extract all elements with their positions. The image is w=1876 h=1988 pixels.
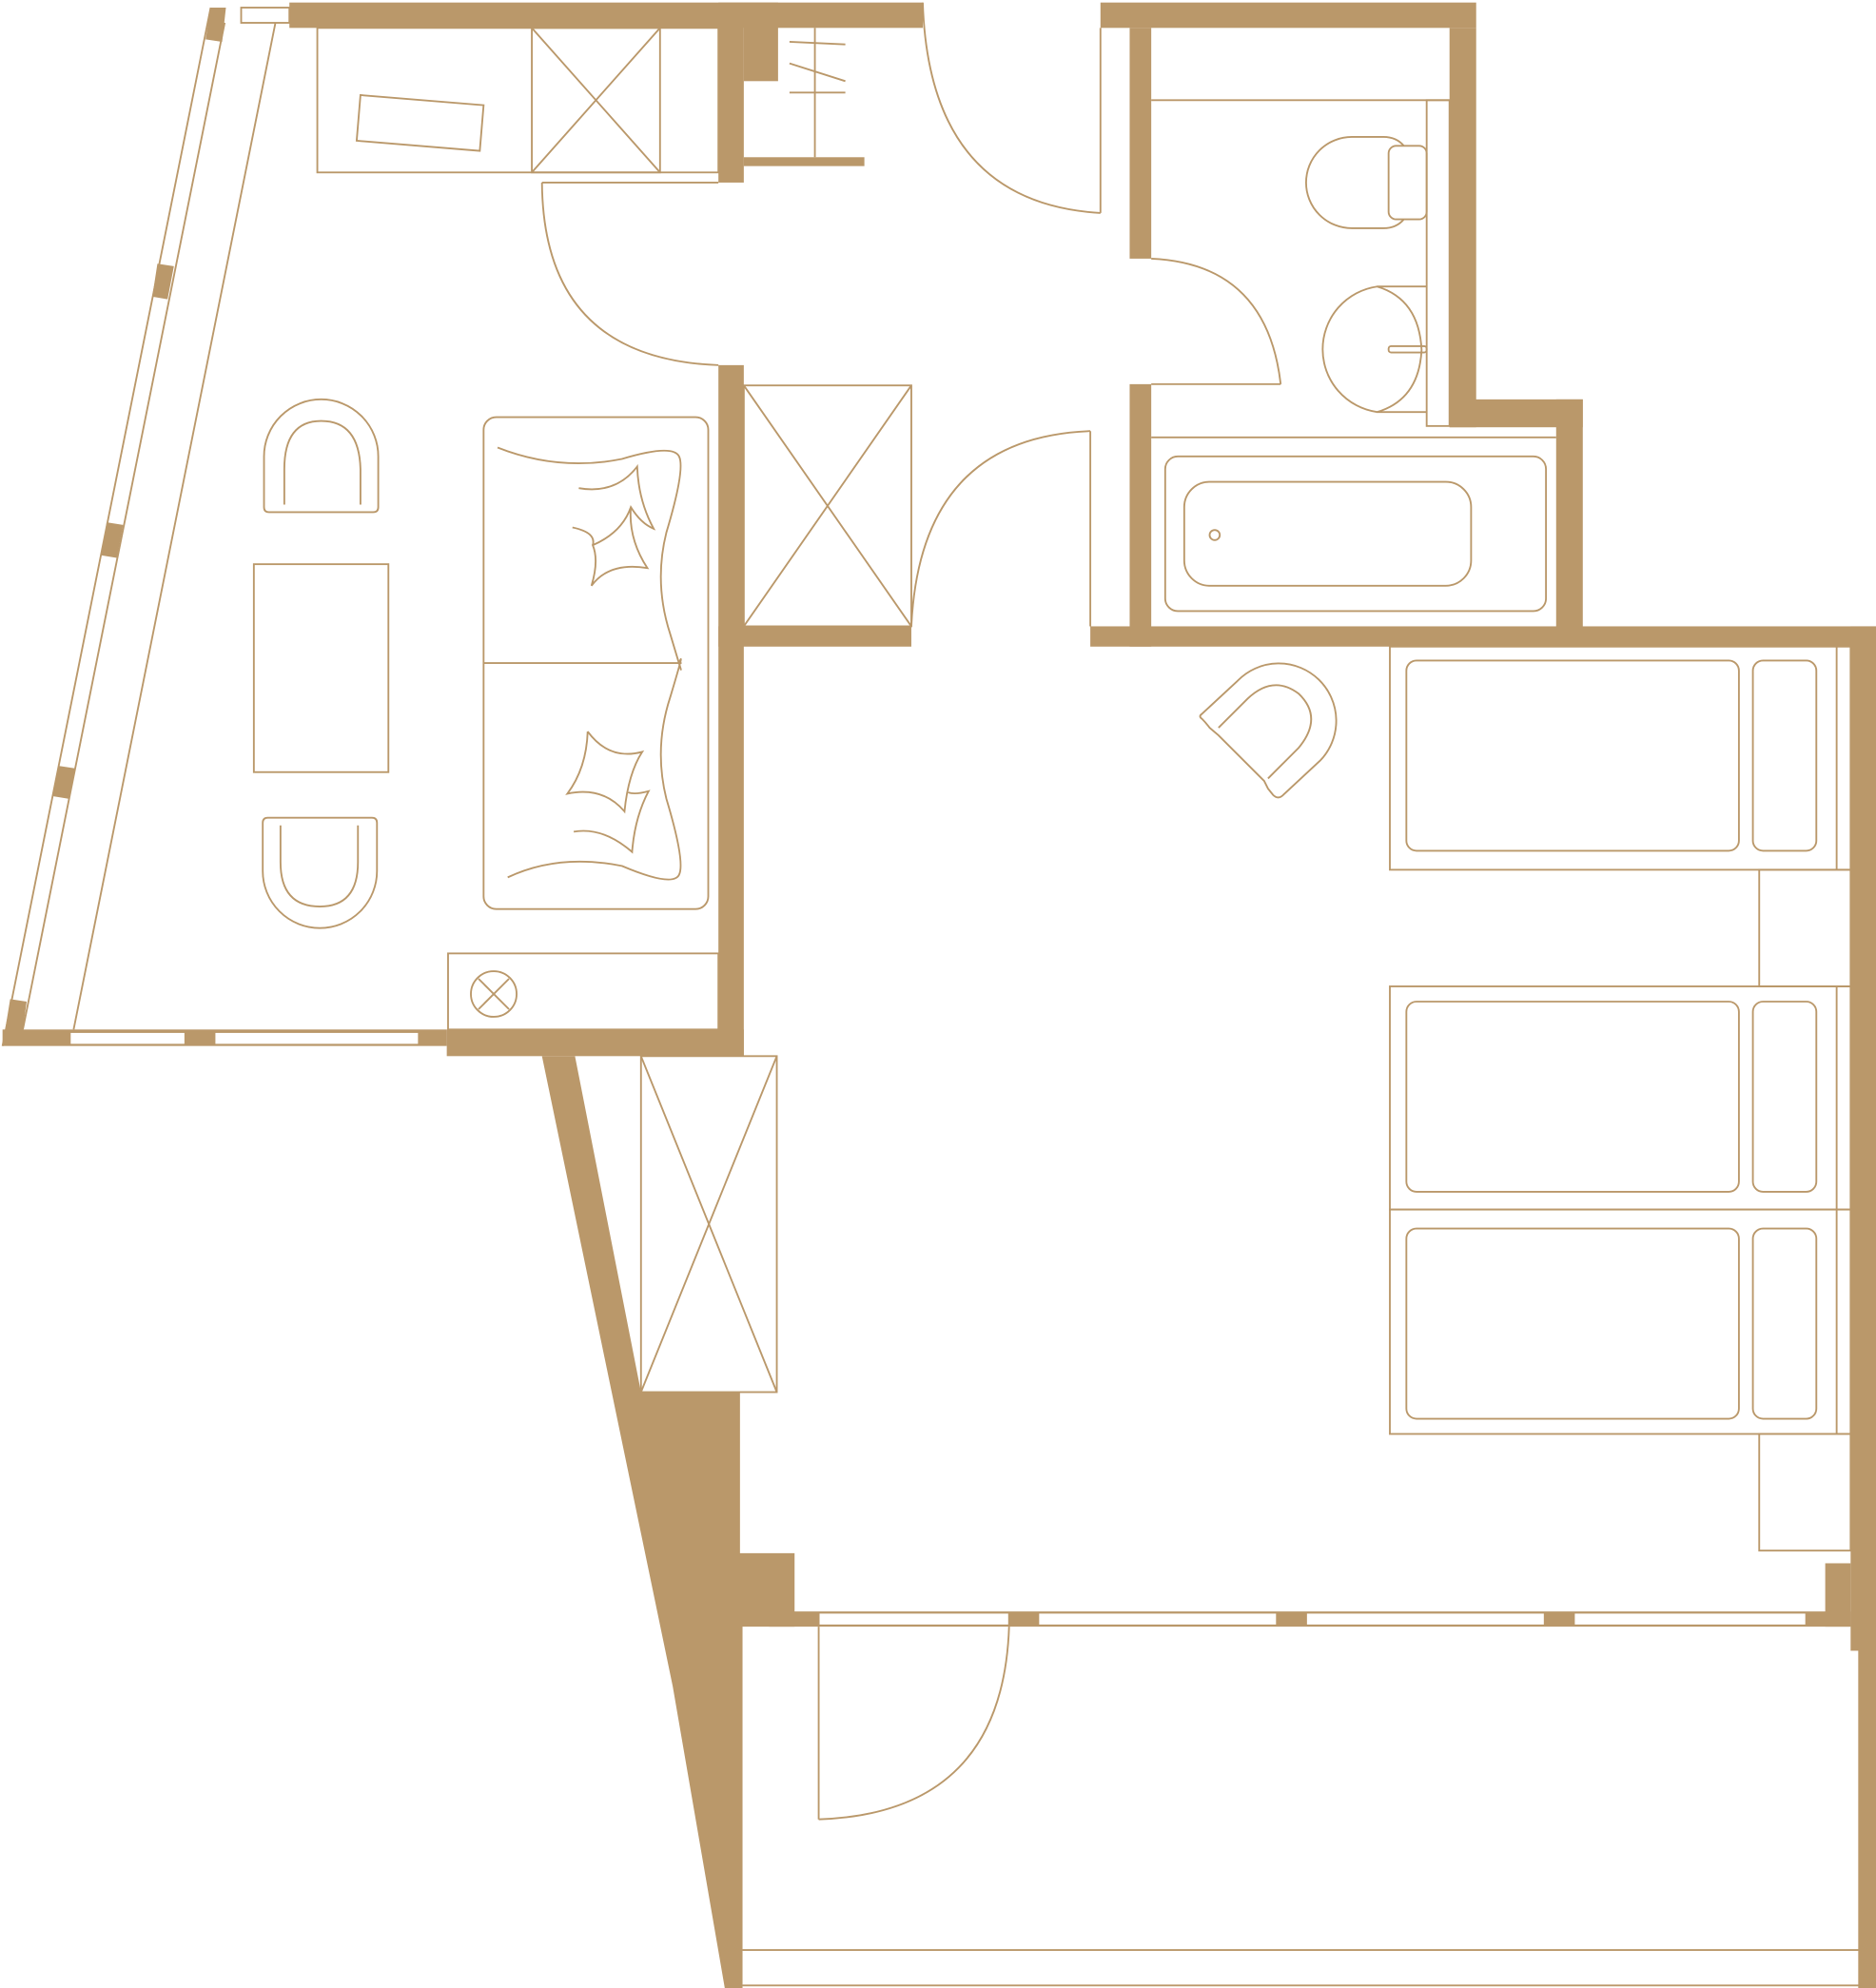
wall-right — [1850, 626, 1876, 1651]
pillow — [1751, 1227, 1818, 1420]
balcony — [742, 1949, 1860, 1987]
mattress — [1405, 1227, 1740, 1420]
living-room — [252, 27, 846, 1031]
sofa-cushion — [497, 446, 682, 671]
nightstand — [1758, 868, 1852, 987]
shaft-box — [639, 1055, 778, 1394]
armchair — [1199, 662, 1338, 799]
wall-center-horizontal — [718, 626, 911, 647]
chair-bottom — [262, 816, 379, 929]
wall-block-top — [743, 2, 778, 82]
window-mullion — [53, 766, 75, 799]
hanger — [789, 62, 846, 83]
shaft-box — [531, 27, 661, 174]
bed — [1389, 1208, 1852, 1435]
sink — [1321, 285, 1423, 414]
chair-top — [263, 398, 380, 514]
window — [68, 1031, 186, 1046]
window — [213, 1031, 420, 1046]
toilet — [1305, 136, 1405, 229]
window — [817, 1611, 1010, 1627]
bathtub-drain-icon — [1208, 529, 1221, 541]
wall-bath-right-lower — [1555, 399, 1583, 647]
door-swing-bathroom — [1151, 257, 1282, 384]
hanger — [789, 41, 846, 46]
shaft-cross — [531, 27, 661, 173]
shaft-cross — [639, 1055, 778, 1393]
wall-bedroom-top — [1090, 626, 1876, 647]
bathtub-basin — [1182, 480, 1473, 587]
window-mullion — [152, 263, 174, 300]
bathroom — [1151, 99, 1556, 613]
mattress — [1405, 1001, 1740, 1193]
pillow — [1751, 659, 1818, 852]
wall-bath-left-upper — [1129, 28, 1152, 259]
window — [240, 7, 291, 24]
door-swing-entry — [922, 2, 1101, 214]
wall-closet-shelf — [743, 157, 865, 166]
tv — [355, 93, 485, 152]
wall-top-left — [289, 2, 923, 29]
wall-bath-top — [1100, 2, 1476, 29]
nightstand — [1758, 1433, 1852, 1552]
bed — [1389, 645, 1852, 871]
door-swing-balcony — [818, 1627, 1010, 1821]
wall-center-vertical — [718, 364, 744, 1057]
pillow — [1751, 1001, 1818, 1193]
floor-drain-cross — [478, 978, 510, 1010]
bedroom — [1199, 645, 1852, 1552]
wall-bath-right — [1449, 28, 1476, 428]
mattress — [1405, 659, 1740, 852]
wall-slanted-lower — [541, 1056, 795, 1988]
pillow-icon — [565, 731, 651, 854]
doors — [540, 2, 1282, 1821]
door-swing-bedroom — [910, 430, 1091, 627]
wall-pillar-top — [718, 2, 744, 183]
window — [1037, 1611, 1279, 1627]
wall-balcony-right — [1858, 1647, 1876, 1988]
bathtub — [1163, 455, 1548, 613]
window-mullion — [101, 522, 124, 558]
window — [1304, 1611, 1546, 1627]
door-swing-living — [540, 182, 719, 366]
window-mullion — [205, 7, 226, 42]
window — [1573, 1611, 1808, 1627]
cabinet — [447, 952, 720, 1031]
wall-bath-left-lower — [1129, 383, 1152, 647]
wall-bottom-mid — [446, 1029, 744, 1057]
shaft-box — [742, 384, 912, 628]
shafts — [639, 384, 912, 1394]
pillow-icon — [572, 463, 656, 587]
dining-table — [252, 563, 390, 773]
toilet-tank — [1387, 145, 1428, 221]
shaft-cross — [743, 384, 912, 627]
tv-unit — [316, 27, 720, 174]
window-mullion — [2, 999, 28, 1046]
sofa-cushion — [507, 657, 682, 881]
installation-wall — [1425, 99, 1451, 427]
wall-slanted-inner — [72, 22, 277, 1030]
windows — [1, 7, 1808, 1627]
faucet — [1387, 344, 1428, 354]
window-slanted-inner — [22, 22, 226, 1030]
bed — [1389, 985, 1852, 1211]
floor-drain-icon — [470, 970, 518, 1018]
